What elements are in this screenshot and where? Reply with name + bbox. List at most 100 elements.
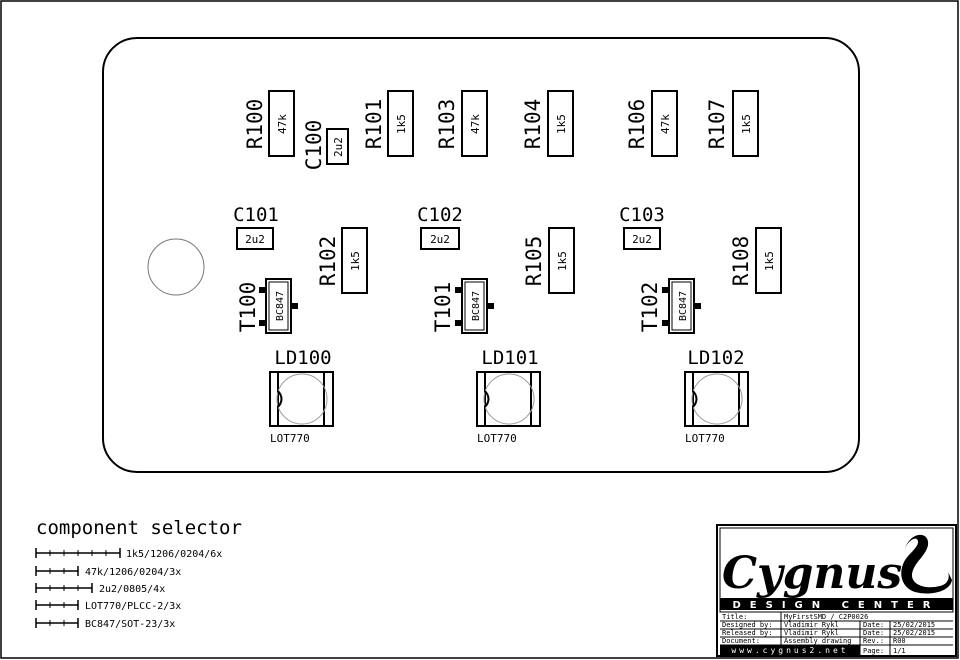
value-label: 1k5: [555, 114, 568, 134]
tb-designed-value: Vladimir Rykl: [784, 621, 839, 629]
tb-date-value: 25/02/2015: [893, 621, 935, 629]
selector-title: component selector: [36, 517, 242, 539]
transistor-inner: [268, 281, 289, 331]
selector-item[interactable]: BC847/SOT-23/3x: [35, 618, 175, 630]
tb-page-value: 1/1: [893, 647, 906, 655]
led-lens: [691, 373, 743, 425]
value-label: 1k5: [556, 251, 569, 271]
ref-label: R105: [522, 236, 546, 287]
value-label: BC847: [471, 291, 482, 321]
pin: [487, 303, 494, 309]
tb-released-label: Released by:: [722, 629, 773, 637]
resistor-body: [268, 90, 295, 157]
selector-item[interactable]: 2u2/0805/4x: [35, 583, 165, 595]
value-label: 1k5: [763, 251, 776, 271]
url-bar: [720, 645, 860, 656]
mounting-hole: [147, 238, 205, 296]
tb-designed-label: Designed by:: [722, 621, 773, 629]
selector-item[interactable]: LOT770/PLCC-2/3x: [35, 600, 181, 612]
ref-label: T101: [431, 282, 455, 333]
resistor-body: [548, 227, 575, 294]
ref-label: LD101: [481, 347, 538, 369]
pin: [259, 287, 266, 293]
led-ld100: LD100 LOT770: [269, 347, 334, 445]
selector-item-label: 1k5/1206/0204/6x: [126, 549, 222, 560]
value-label: BC847: [275, 291, 286, 321]
ref-label: C103: [619, 204, 665, 226]
resistor-r102: R102 1k5: [316, 227, 368, 294]
resistor-body: [461, 90, 488, 157]
ref-label: R100: [243, 99, 267, 150]
tb-title-label: Title:: [722, 613, 747, 621]
selector-item-label: LOT770/PLCC-2/3x: [85, 601, 181, 612]
ref-label: R107: [705, 99, 729, 150]
resistor-r105: R105 1k5: [522, 227, 575, 294]
ref-label: C101: [233, 204, 279, 226]
logo-text: Cygnus: [722, 548, 902, 599]
led-ld101: LD101 LOT770: [476, 347, 541, 445]
ref-label: T102: [638, 282, 662, 333]
selector-item-label: BC847/SOT-23/3x: [85, 619, 175, 630]
transistor-body: [668, 278, 695, 334]
value-label: 2u2: [632, 233, 652, 246]
value-label: LOT770: [270, 432, 310, 445]
resistor-r101: R101 1k5: [362, 90, 414, 157]
ref-label: R103: [435, 99, 459, 150]
pin: [455, 320, 462, 326]
led-lens: [483, 373, 535, 425]
resistor-r107: R107 1k5: [705, 90, 759, 157]
transistor-inner: [671, 281, 692, 331]
resistor-body: [732, 90, 759, 157]
selector-item[interactable]: 1k5/1206/0204/6x: [35, 548, 222, 560]
selector-item[interactable]: 47k/1206/0204/3x: [35, 566, 181, 578]
selector-item-label: 2u2/0805/4x: [99, 584, 165, 595]
resistor-r103: R103 47k: [435, 90, 488, 157]
component-selector: component selector 1k5/1206/0204/6x 47k/…: [35, 517, 242, 630]
tb-url[interactable]: www.cygnus2.net: [731, 646, 848, 655]
ref-label: C102: [417, 204, 463, 226]
resistor-body: [547, 90, 574, 157]
logo-subtitle: DESIGN CENTER: [732, 600, 939, 611]
value-label: 2u2: [332, 137, 345, 157]
tb-date2-value: 25/02/2015: [893, 629, 935, 637]
tb-rev-label: Rev.:: [863, 637, 884, 645]
swan-logo-icon: [901, 534, 952, 594]
led-polarity-mark: [277, 390, 283, 408]
transistor-body: [265, 278, 292, 334]
transistor-t101: T101 BC847: [431, 278, 494, 334]
pin: [259, 320, 266, 326]
led-lens: [276, 373, 328, 425]
tb-date2-label: Date:: [863, 629, 884, 637]
ref-label: R106: [625, 99, 649, 150]
value-label: LOT770: [477, 432, 517, 445]
ref-label: R101: [362, 99, 386, 150]
resistor-r106: R106 47k: [625, 90, 678, 157]
tb-rev-value: R00: [893, 637, 906, 645]
tb-title-value: MyFirstSMD / C2P0026: [784, 613, 868, 621]
capacitor-c103: C103 2u2: [619, 204, 665, 250]
resistor-body: [651, 90, 678, 157]
value-label: 1k5: [740, 114, 753, 134]
capacitor-body: [326, 128, 349, 165]
tb-date-label: Date:: [863, 621, 884, 629]
value-label: 1k5: [395, 114, 408, 134]
value-label: 2u2: [245, 233, 265, 246]
transistor-body: [461, 278, 488, 334]
value-label: 47k: [469, 114, 482, 134]
tb-document-value: Assembly drawing: [784, 637, 851, 645]
value-label: 2u2: [430, 233, 450, 246]
tb-page-label: Page:: [863, 647, 884, 655]
resistor-r100: R100 47k: [243, 90, 295, 157]
value-label: 47k: [659, 114, 672, 134]
led-polarity-mark: [692, 390, 698, 408]
pin: [662, 287, 669, 293]
ref-label: LD100: [274, 347, 331, 369]
capacitor-body: [420, 227, 460, 250]
capacitor-c100: C100 2u2: [302, 120, 349, 170]
tb-document-label: Document:: [722, 637, 760, 645]
pcb-outline: [102, 37, 860, 473]
led-body: [684, 371, 749, 427]
value-label: 47k: [276, 114, 289, 134]
resistor-r108: R108 1k5: [729, 227, 782, 294]
pin: [455, 287, 462, 293]
